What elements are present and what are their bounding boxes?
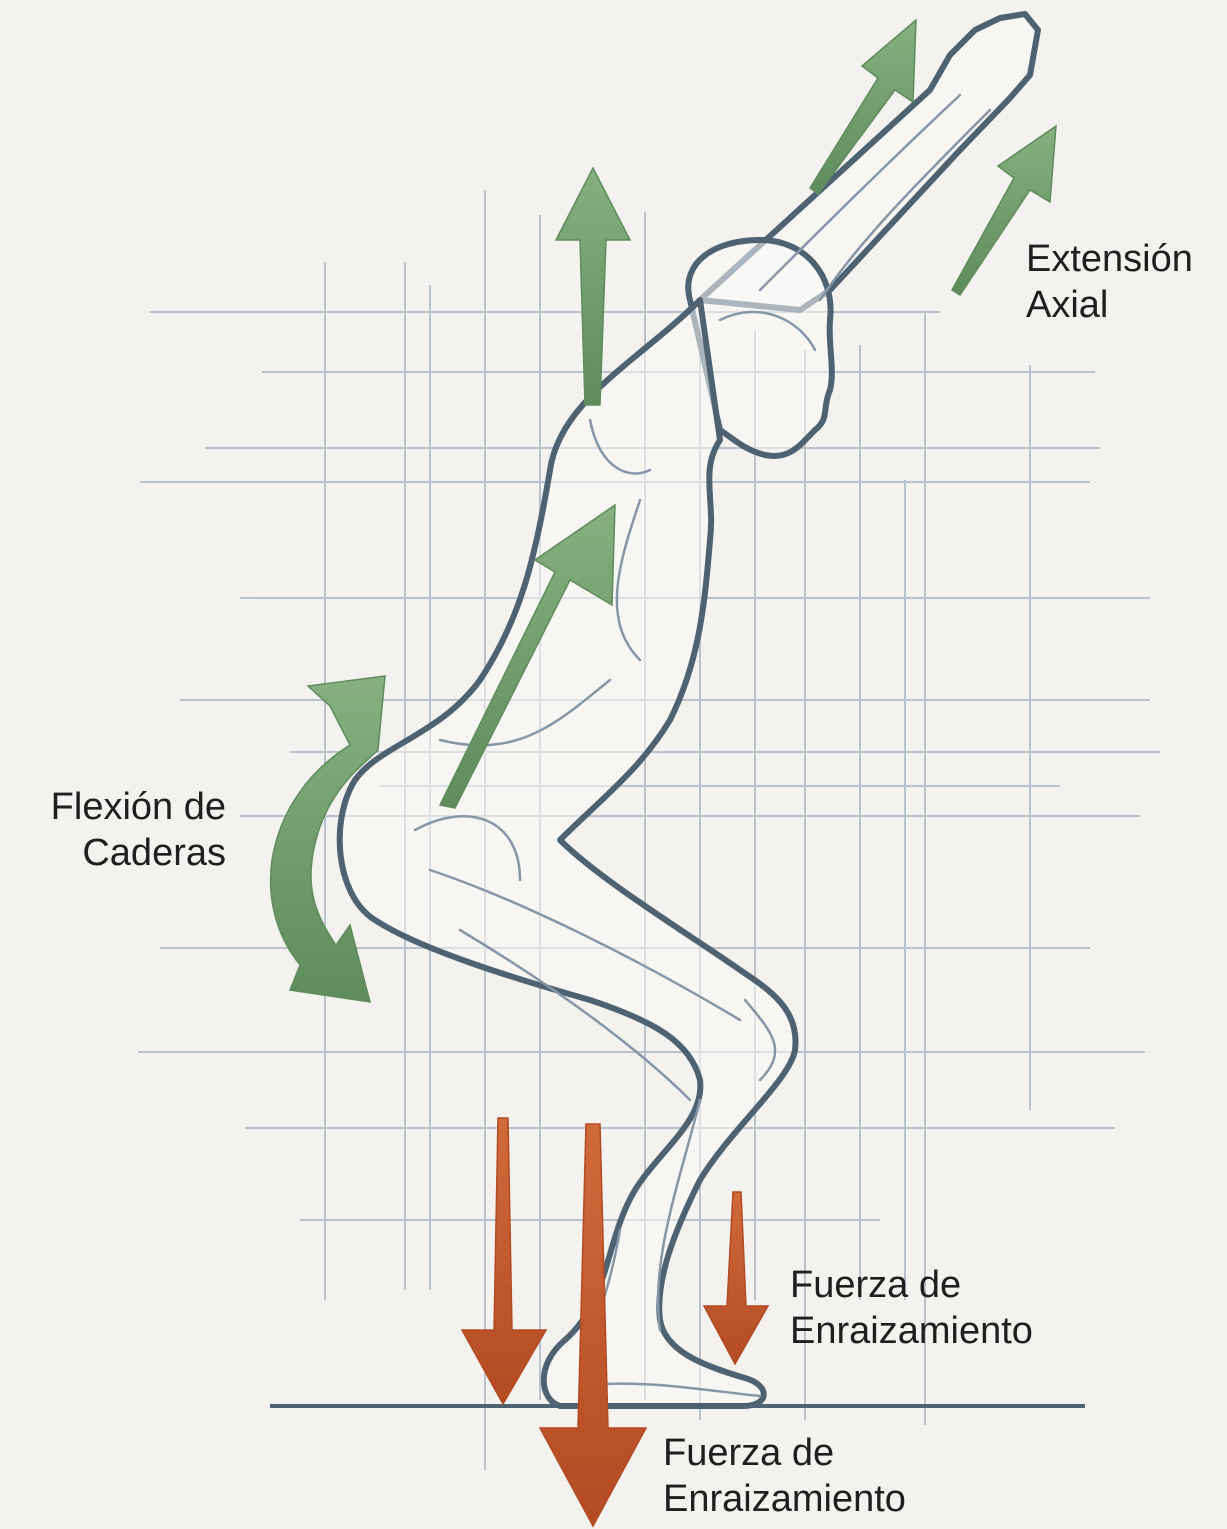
green-up-arrow (950, 124, 1057, 297)
axial-extension-label: Extensión Axial (1026, 236, 1193, 328)
green-up-arrow (809, 18, 917, 196)
green-curved-double-arrow (269, 675, 386, 1003)
hip-flexion-label: Flexión de Caderas (18, 784, 226, 876)
axial-extension-line1: Extensión (1026, 238, 1193, 280)
rooting-force-right-line2: Enraizamiento (790, 1310, 1033, 1352)
rooting-force-bottom-line2: Enraizamiento (663, 1478, 906, 1520)
green-up-arrow (438, 503, 616, 809)
human-figure (336, 11, 1041, 1409)
rooting-force-label-right: Fuerza de Enraizamiento (790, 1262, 1033, 1354)
rooting-force-bottom-line1: Fuerza de (663, 1432, 835, 1474)
anatomy-details (413, 93, 992, 1398)
rooting-force-label-bottom: Fuerza de Enraizamiento (663, 1430, 906, 1522)
red-down-arrow (538, 1123, 648, 1528)
green-up-arrow (554, 166, 632, 406)
hip-flexion-line1: Flexión de (50, 786, 226, 828)
red-down-arrow (702, 1191, 770, 1366)
axial-extension-line2: Axial (1026, 284, 1109, 326)
hip-flexion-line2: Caderas (82, 832, 226, 874)
rooting-force-right-line1: Fuerza de (790, 1264, 962, 1306)
red-down-arrow (460, 1117, 548, 1406)
